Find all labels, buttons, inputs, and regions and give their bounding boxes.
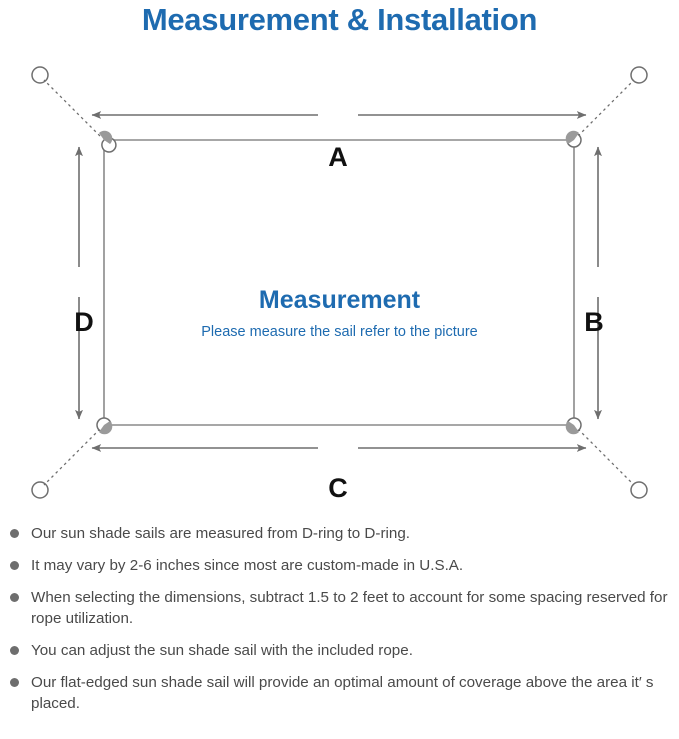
list-item: Our flat-edged sun shade sail will provi… bbox=[0, 672, 679, 714]
rope-line-top-left bbox=[43, 79, 101, 137]
dimension-label-a: A bbox=[328, 142, 348, 172]
dimension-label-d: D bbox=[74, 307, 94, 337]
rope-line-top-right bbox=[577, 79, 635, 137]
list-item: You can adjust the sun shade sail with t… bbox=[0, 640, 679, 661]
bullet-icon bbox=[10, 678, 19, 687]
rope-line-bottom-left bbox=[43, 428, 101, 486]
notes-list: Our sun shade sails are measured from D-… bbox=[0, 523, 679, 725]
anchor-point-bottom-right bbox=[630, 481, 648, 499]
bullet-icon bbox=[10, 529, 19, 538]
bullet-icon bbox=[10, 646, 19, 655]
note-text: When selecting the dimensions, subtract … bbox=[31, 589, 668, 627]
note-text: You can adjust the sun shade sail with t… bbox=[31, 642, 413, 659]
note-text: It may vary by 2-6 inches since most are… bbox=[31, 557, 464, 574]
sail-caption-title: Measurement bbox=[258, 286, 421, 314]
anchor-point-top-left bbox=[31, 66, 49, 84]
dimension-label-c: C bbox=[328, 473, 348, 503]
bullet-icon bbox=[10, 561, 19, 570]
note-text: Our flat-edged sun shade sail will provi… bbox=[31, 674, 654, 712]
diagram-canvas bbox=[31, 66, 648, 499]
sail-caption-subtitle: Please measure the sail refer to the pic… bbox=[201, 324, 478, 340]
note-text: Our sun shade sails are measured from D-… bbox=[31, 525, 410, 542]
d-ring-top-right bbox=[565, 130, 582, 148]
list-item: When selecting the dimensions, subtract … bbox=[0, 587, 679, 629]
anchor-point-bottom-left bbox=[31, 481, 49, 499]
d-ring-top-left bbox=[99, 130, 117, 153]
rope-line-bottom-right bbox=[577, 428, 635, 486]
list-item: It may vary by 2-6 inches since most are… bbox=[0, 555, 679, 576]
d-ring-bottom-left bbox=[96, 417, 113, 435]
d-ring-bottom-right bbox=[565, 417, 582, 435]
list-item: Our sun shade sails are measured from D-… bbox=[0, 523, 679, 544]
sail-rectangle bbox=[103, 139, 575, 426]
page-title: Measurement & Installation bbox=[141, 2, 538, 37]
measurement-diagram: A B C D Measurement Please measure the s… bbox=[0, 45, 679, 520]
bullet-icon bbox=[10, 593, 19, 602]
anchor-point-top-right bbox=[630, 66, 648, 84]
dimension-label-b: B bbox=[584, 307, 604, 337]
